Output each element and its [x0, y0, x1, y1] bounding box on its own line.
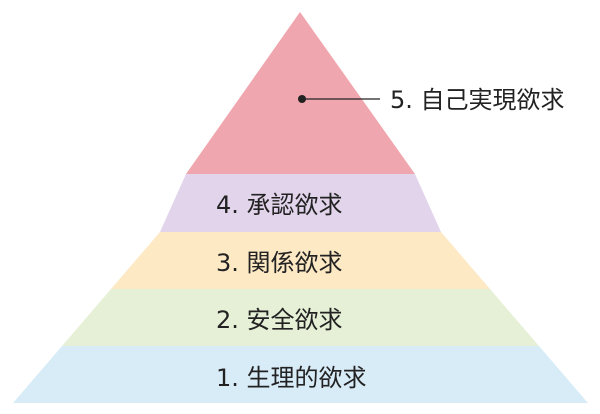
tier-3-band	[111, 232, 490, 289]
tier-2-band	[62, 289, 539, 346]
tier-4-band	[160, 174, 441, 232]
tier-2-label: 2. 安全欲求	[216, 306, 343, 334]
tier-1-label: 1. 生理的欲求	[216, 364, 367, 392]
tier-3-label: 3. 関係欲求	[216, 249, 343, 277]
tier-4-label: 4. 承認欲求	[216, 191, 343, 219]
tier-5-band	[186, 12, 415, 174]
tier-1-band	[13, 346, 588, 403]
tier-5-label: 5. 自己実現欲求	[390, 86, 565, 114]
